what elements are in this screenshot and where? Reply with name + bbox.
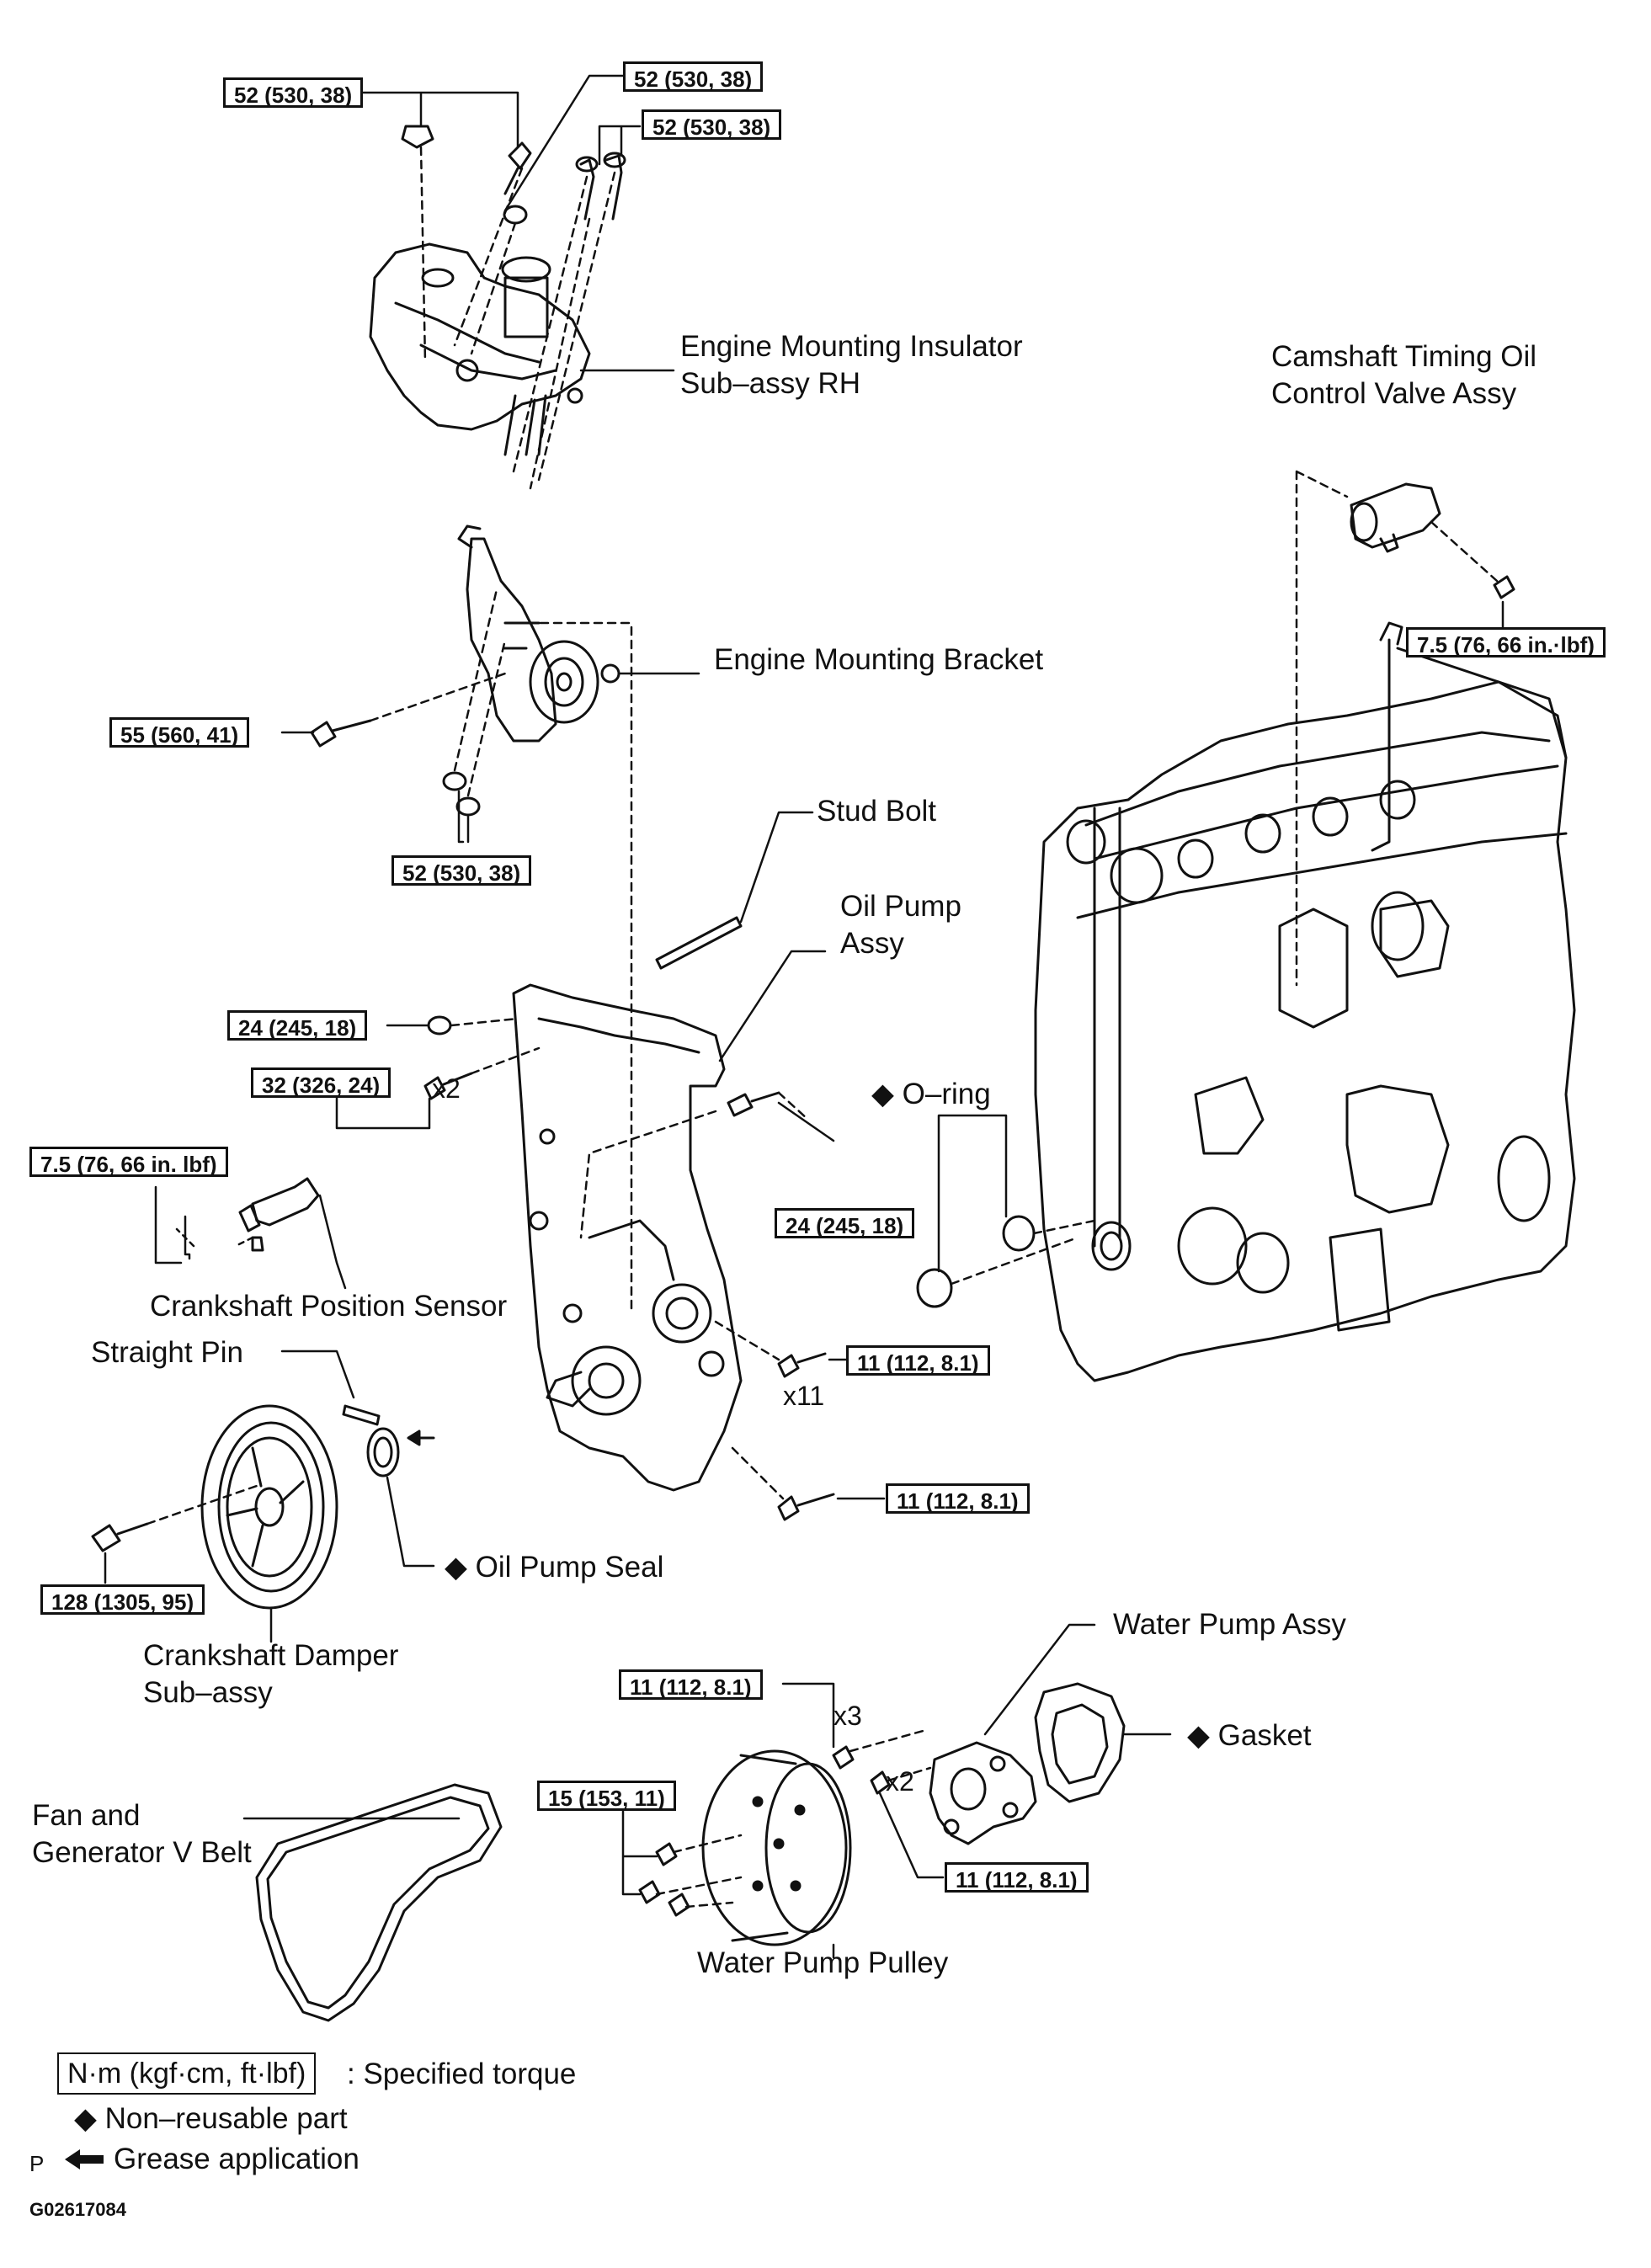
label-oil-pump-seal: ◆ Oil Pump Seal	[445, 1551, 664, 1584]
qty-x11: x11	[783, 1381, 825, 1411]
engine-mounting-insulator	[369, 242, 591, 456]
label-straight-pin: Straight Pin	[91, 1336, 243, 1369]
straight-pin	[342, 1404, 381, 1426]
torque-box: 24 (245, 18)	[227, 1010, 368, 1041]
qty-x3: x3	[833, 1701, 862, 1731]
grease-arrow-icon	[65, 2149, 104, 2170]
oil-pump-assy	[512, 983, 743, 1492]
label-bracket: Engine Mounting Bracket	[714, 643, 1044, 676]
water-pump-assy	[929, 1741, 1037, 1845]
engine-mounting-bracket	[457, 524, 620, 743]
torque-box: 52 (530, 38)	[642, 109, 782, 140]
torque-box: 11 (112, 8.1)	[619, 1669, 763, 1700]
o-ring	[916, 1215, 1036, 1308]
torque-box: 32 (326, 24)	[251, 1067, 391, 1098]
label-pulley: Water Pump Pulley	[697, 1946, 949, 1979]
torque-box: 24 (245, 18)	[775, 1208, 915, 1238]
torque-box: 7.5 (76, 66 in. lbf)	[29, 1147, 228, 1177]
crankshaft-damper	[200, 1404, 338, 1610]
label-stud-bolt: Stud Bolt	[817, 795, 937, 828]
label-insulator: Engine Mounting Insulator Sub–assy RH	[680, 330, 1023, 400]
figure-code: G02617084	[29, 2199, 126, 2220]
torque-box: 55 (560, 41)	[109, 717, 250, 748]
torque-box: 15 (153, 11)	[537, 1781, 676, 1811]
legend-grease: Grease application	[114, 2143, 359, 2175]
label-v-belt: Fan and Generator V Belt	[32, 1799, 252, 1869]
engine-block	[1034, 621, 1576, 1382]
crankshaft-position-sensor	[238, 1177, 320, 1252]
bolts-top	[401, 125, 626, 225]
torque-box: 52 (530, 38)	[223, 77, 364, 108]
torque-box: 11 (112, 8.1)	[846, 1345, 990, 1376]
gasket	[1034, 1682, 1126, 1803]
torque-box: 52 (530, 38)	[391, 855, 532, 886]
stud-bolt	[655, 916, 743, 970]
label-damper: Crankshaft Damper Sub–assy	[143, 1639, 399, 1709]
legend-torque-unit: N·m (kgf·cm, ft·lbf)	[57, 2052, 317, 2095]
camshaft-timing-ocv	[1350, 482, 1441, 553]
qty-x2: x2	[432, 1073, 461, 1104]
torque-box: 52 (530, 38)	[623, 61, 764, 92]
label-o-ring: ◆ O–ring	[871, 1078, 991, 1110]
water-pump-pulley	[701, 1749, 852, 1946]
label-oil-pump: Oil Pump Assy	[840, 890, 961, 960]
fan-generator-v-belt	[255, 1783, 503, 2022]
label-crank-sensor: Crankshaft Position Sensor	[150, 1290, 508, 1323]
oil-pump-seal	[366, 1427, 400, 1477]
torque-box: 128 (1305, 95)	[40, 1584, 205, 1615]
label-ocv: Camshaft Timing Oil Control Valve Assy	[1271, 340, 1537, 410]
legend-grease-mark: P	[29, 2151, 45, 2176]
label-gasket: ◆ Gasket	[1187, 1719, 1312, 1752]
torque-box: 11 (112, 8.1)	[886, 1483, 1030, 1514]
legend-nonreusable: ◆ Non–reusable part	[74, 2102, 348, 2135]
torque-box: 7.5 (76, 66 in.·lbf)	[1406, 627, 1606, 658]
torque-box: 11 (112, 8.1)	[945, 1862, 1089, 1893]
qty-x2: x2	[886, 1766, 914, 1797]
label-water-pump: Water Pump Assy	[1113, 1608, 1346, 1641]
legend-torque-text: : Specified torque	[347, 2058, 577, 2090]
